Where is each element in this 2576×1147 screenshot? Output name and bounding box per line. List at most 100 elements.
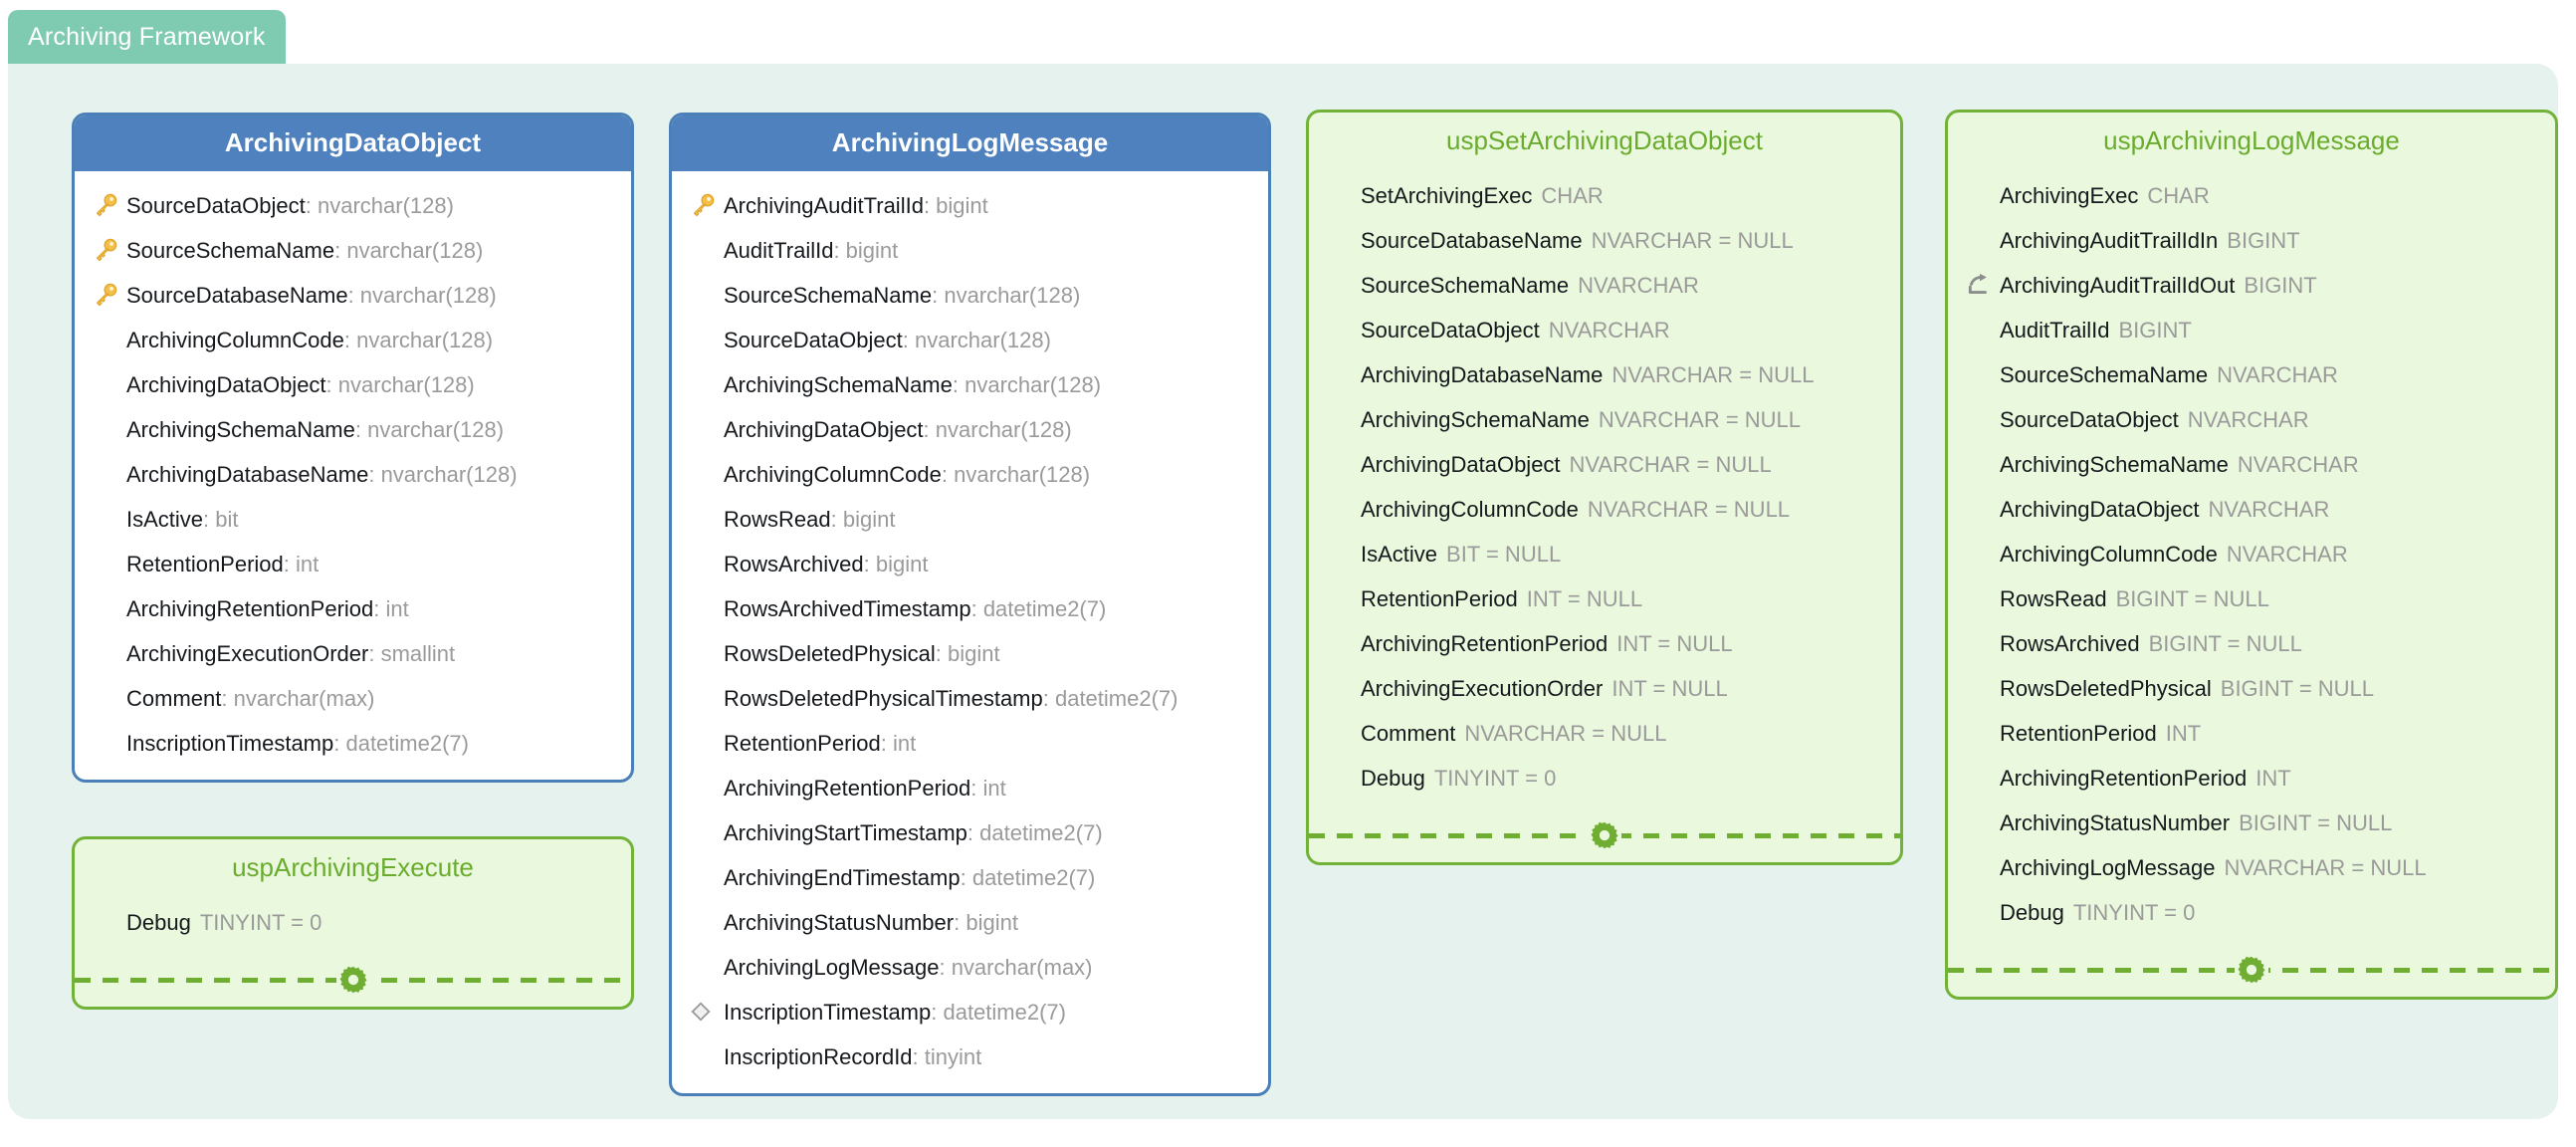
entity-title: uspArchivingExecute: [232, 852, 474, 882]
entity-member-list: SourceDataObject: nvarchar(128)SourceSch…: [75, 171, 631, 780]
member-row[interactable]: ArchivingAuditTrailId: bigint: [672, 183, 1268, 228]
member-icon-slot: [1327, 621, 1361, 666]
member-type: BIGINT = NULL: [2148, 630, 2302, 656]
member-icon-slot: [1327, 173, 1361, 218]
entity-archivinglogmessage[interactable]: ArchivingLogMessage ArchivingAuditTrailI…: [669, 113, 1271, 1096]
member-row[interactable]: ArchivingExecutionOrder: smallint: [75, 631, 631, 676]
member-icon-slot: [690, 586, 724, 631]
member-row[interactable]: SourceDatabaseName: nvarchar(128): [75, 273, 631, 318]
member-type: : nvarchar(128): [354, 416, 505, 442]
key-icon: [690, 192, 716, 218]
member-row[interactable]: SourceSchemaName: nvarchar(128): [672, 273, 1268, 318]
member-row[interactable]: SourceDataObject: nvarchar(128): [75, 183, 631, 228]
member-row[interactable]: ArchivingLogMessage: nvarchar(max): [672, 945, 1268, 990]
member-name: ArchivingSchemaName: [1361, 406, 1590, 432]
member-row[interactable]: IsActive: bit: [75, 497, 631, 542]
member-type: NVARCHAR: [2187, 406, 2309, 432]
member-row[interactable]: RowsRead: bigint: [672, 497, 1268, 542]
member-row[interactable]: RowsDeletedPhysicalTimestamp: datetime2(…: [672, 676, 1268, 721]
member-row[interactable]: ArchivingDataObject: nvarchar(128): [75, 362, 631, 407]
member-row[interactable]: ArchivingStatusNumber: bigint: [672, 900, 1268, 945]
member-row[interactable]: AuditTrailId: bigint: [672, 228, 1268, 273]
member-type: : nvarchar(128): [347, 282, 497, 308]
gear-badge: [2235, 952, 2268, 987]
member-row[interactable]: RetentionPeriod: int: [75, 542, 631, 586]
member-row[interactable]: ArchivingStartTimestamp: datetime2(7): [672, 810, 1268, 855]
member-name: ArchivingStartTimestamp: [724, 819, 967, 845]
member-name: Debug: [126, 909, 191, 935]
member-row[interactable]: ArchivingRetentionPeriod: int: [672, 766, 1268, 810]
member-name: ArchivingSchemaName: [724, 371, 953, 397]
member-icon-slot: [93, 676, 126, 721]
member-icon-slot: [1327, 756, 1361, 801]
member-icon-slot: [1966, 576, 2000, 621]
member-type: INT: [2255, 765, 2291, 791]
member-row[interactable]: RetentionPeriod: int: [672, 721, 1268, 766]
member-icon-slot: [1966, 487, 2000, 532]
member-icon-slot: [1966, 397, 2000, 442]
member-row[interactable]: ArchivingDatabaseName: nvarchar(128): [75, 452, 631, 497]
member-row[interactable]: ArchivingSchemaName: nvarchar(128): [75, 407, 631, 452]
member-type: : nvarchar(128): [368, 461, 518, 487]
member-row[interactable]: ArchivingEndTimestamp: datetime2(7): [672, 855, 1268, 900]
member-icon-slot: [1966, 711, 2000, 756]
member-row[interactable]: Comment: nvarchar(max): [75, 676, 631, 721]
entity-uspsetarchivingdataobject[interactable]: uspSetArchivingDataObject SetArchivingEx…: [1306, 110, 1903, 865]
member-row[interactable]: ArchivingColumnCode: nvarchar(128): [672, 452, 1268, 497]
member-row[interactable]: SourceDataObject: nvarchar(128): [672, 318, 1268, 362]
member-row[interactable]: RowsArchived: bigint: [672, 542, 1268, 586]
member-row[interactable]: InscriptionTimestamp: datetime2(7): [672, 990, 1268, 1034]
member-row[interactable]: RowsDeletedPhysical: bigint: [672, 631, 1268, 676]
member-icon-slot: [93, 273, 126, 318]
member-row[interactable]: SourceSchemaName: nvarchar(128): [75, 228, 631, 273]
member-icon-slot: [690, 721, 724, 766]
member-name: SourceDatabaseName: [126, 282, 348, 308]
member-row[interactable]: ArchivingRetentionPeriod: int: [75, 586, 631, 631]
member-row[interactable]: ArchivingSchemaName: nvarchar(128): [672, 362, 1268, 407]
member-name: ArchivingDatabaseName: [1361, 361, 1604, 387]
member-row[interactable]: ArchivingDataObject: nvarchar(128): [672, 407, 1268, 452]
member-icon-slot: [1966, 756, 2000, 801]
member-row[interactable]: RowsArchivedTimestamp: datetime2(7): [672, 586, 1268, 631]
procedure-separator: [1309, 812, 1900, 856]
entity-archivingdataobject[interactable]: ArchivingDataObject SourceDataObject: nv…: [72, 113, 634, 783]
member-row[interactable]: ArchivingColumnCode: nvarchar(128): [75, 318, 631, 362]
member-row[interactable]: InscriptionTimestamp: datetime2(7): [75, 721, 631, 766]
member-row[interactable]: InscriptionRecordId: tinyint: [672, 1034, 1268, 1079]
member-icon-slot: [1327, 532, 1361, 576]
